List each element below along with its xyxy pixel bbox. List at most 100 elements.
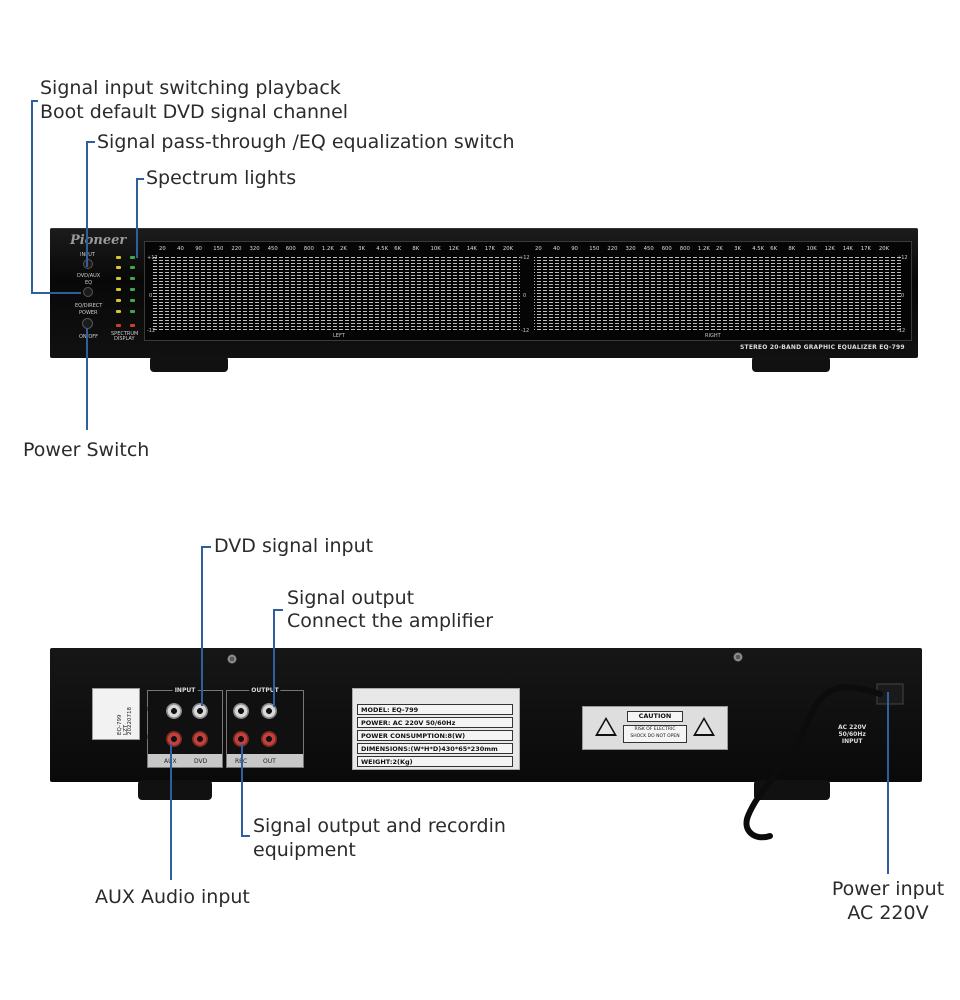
led-indicator [116,288,121,291]
left-channel-label: LEFT [333,333,345,339]
leader-line [241,835,250,837]
callout-dvd-input: DVD signal input [214,535,374,557]
frequency-label-right: 450 [643,246,654,252]
dvd-aux-label: DVD/AUX [77,273,101,279]
out-label: OUT [263,758,276,765]
led-indicator [116,310,121,313]
caution-title: CAUTION [627,711,683,722]
frequency-label-left: 6K [394,246,402,252]
output-jack-panel: OUTPUT REC OUT [226,687,304,768]
frequency-label-right: 320 [625,246,636,252]
spec-consumption: POWER CONSUMPTION:8(W) [357,730,513,741]
callout-aux-input: AUX Audio input [95,886,250,908]
led-indicator [116,324,121,327]
front-right-foot [752,356,830,372]
led-indicator [130,299,135,302]
brand-logo: Pioneer [70,233,127,248]
leader-line [136,178,138,258]
eq-label: EQ [85,280,93,286]
aux-left-jack[interactable] [166,703,182,719]
caution-line2: SHOCK DO NOT OPEN [630,734,680,739]
callout-input-switch-line2: Boot default DVD signal channel [40,101,349,123]
out-right-jack[interactable] [261,731,277,747]
eq-button[interactable] [83,287,93,297]
spec-model: MODEL: EQ-799 [357,704,513,715]
frequency-label-right: 3K [734,246,741,252]
frequency-label-right: 220 [607,246,618,252]
ac-input-label: AC 220V 50/60Hz INPUT [838,724,866,745]
ac-line1: AC 220V [838,724,867,731]
frequency-label-left: 220 [231,246,242,252]
frequency-label-right: 10K [806,246,817,252]
rec-right-jack[interactable] [233,731,249,747]
leader-line [31,292,81,294]
callout-power-switch: Power Switch [23,439,150,461]
spec-power: POWER: AC 220V 50/60Hz [357,717,513,728]
led-indicator [116,277,121,280]
screw-icon [227,654,237,664]
callout-rec-line2: equipment [253,839,356,861]
frequency-label-left: 1.2K [321,246,334,252]
frequency-label-right: 8K [788,246,796,252]
frequency-label-right: 600 [661,246,672,252]
dvd-right-jack[interactable] [192,731,208,747]
frequency-label-left: 450 [267,246,278,252]
leader-line [86,141,88,267]
warning-triangle-icon [693,717,715,736]
right-channel-marker: R [292,734,297,741]
leader-line [241,744,243,836]
led-indicator [116,256,121,259]
db-bottom-left: -12 [147,328,156,334]
callout-signal-output-line2: Connect the amplifier [287,610,494,632]
led-indicator [130,266,135,269]
spec-weight: WEIGHT:2(Kg) [357,756,513,767]
dvd-label: DVD [194,758,208,765]
led-indicator [116,299,121,302]
led-indicator [130,310,135,313]
left-channel-marker: L [292,706,296,713]
right-channel-label: RIGHT [705,333,721,339]
db-top-left: +12 [147,255,158,261]
front-left-foot [150,356,228,372]
out-left-jack[interactable] [261,703,277,719]
frequency-label-left: 17K [484,246,496,252]
rec-left-jack[interactable] [233,703,249,719]
frequency-label-left: 40 [177,246,184,252]
db-mid-center: 0 [523,293,527,299]
led-indicator [130,288,135,291]
frequency-label-left: 150 [213,246,224,252]
db-mid-left: 0 [149,293,153,299]
back-right-foot [754,780,830,800]
frequency-label-left: 320 [249,246,260,252]
db-top-right: +12 [897,255,908,261]
on-off-label: ON/OFF [79,334,99,340]
frequency-label-left: 800 [303,246,314,252]
frequency-label-right: 40 [553,246,560,252]
db-bottom-right: -12 [897,328,906,334]
dvd-left-jack[interactable] [192,703,208,719]
screw-icon [733,652,743,662]
label-strip [227,754,303,767]
db-bottom-center: -12 [521,328,530,334]
aux-right-jack[interactable] [166,731,182,747]
left-channel-marker: L [147,706,151,713]
leader-line [136,178,144,180]
frequency-label-left: 20 [159,246,166,252]
leader-line [273,609,283,611]
led-indicator [130,277,135,280]
db-mid-right: 0 [901,293,905,299]
power-label: POWER [79,310,98,316]
frequency-label-right: 4.5K [752,246,765,252]
leader-line [201,546,211,548]
power-button[interactable] [82,318,93,329]
frequency-label-right: 17K [860,246,872,252]
callout-power-input-line1: Power input [831,878,945,900]
input-button[interactable] [83,259,93,269]
ac-line2: 50/60Hz [838,731,866,738]
frequency-label-left: 10K [430,246,441,252]
frequency-label-left: 14K [466,246,477,252]
spectrum-label: SPECTRUM [111,331,139,337]
frequency-label-left: 4.5K [376,246,389,252]
callout-input-switch-line1: Signal input switching playback [40,77,341,99]
